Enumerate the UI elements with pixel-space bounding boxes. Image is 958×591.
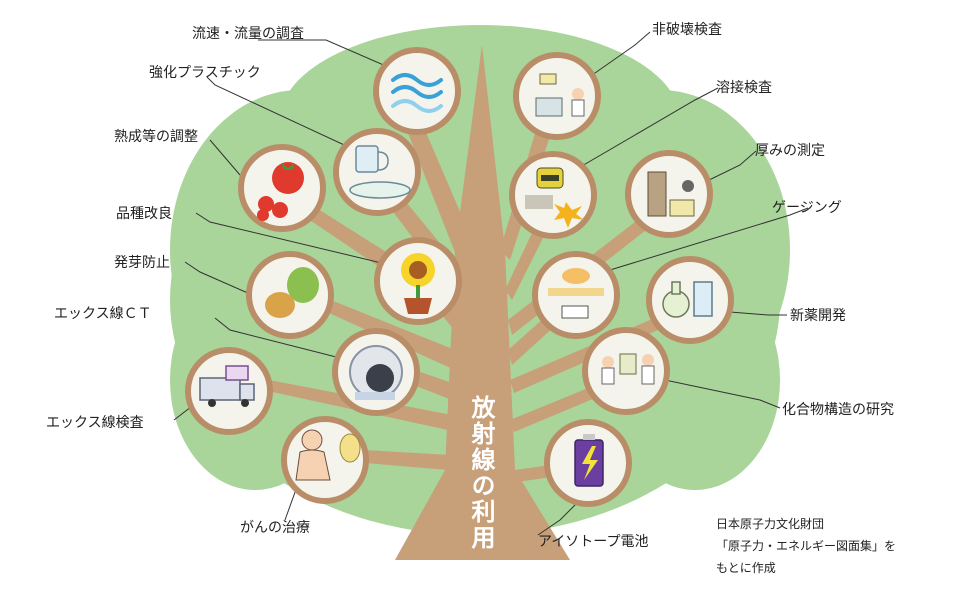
node-compound-structure [582,327,670,415]
label-weld-inspection: 溶接検査 [716,79,772,96]
potato-onion-icon [265,267,319,318]
label-nondestructive-testing: 非破壊検査 [652,22,722,38]
label-xray-inspection: エックス線検査 [46,415,144,431]
label-drug-development: 新薬開発 [790,308,846,324]
node-drug-development [646,256,734,344]
node-reinforced-plastic [333,128,421,216]
truck-icon [199,365,255,407]
node-cancer-treatment [281,416,369,504]
label-isotope-battery: アイソトープ電池 [538,534,648,550]
thickness-gauge-icon [647,171,695,217]
lab-inspector-icon [535,73,585,117]
label-thickness-measurement: 厚みの測定 [755,143,825,159]
source-credit: 日本原子力文化財団 「原子力・エネルギー図面集」を もとに作成 [716,516,896,575]
node-nondestructive-testing [513,52,601,140]
label-sprout-prevention: 発芽防止 [114,255,170,271]
node-ripening-control [238,144,326,232]
node-breeding [374,237,462,325]
credit-line-1: 日本原子力文化財団 [716,516,824,531]
node-isotope-battery [544,419,632,507]
sunflower-icon [401,253,435,314]
label-ripening-control: 熟成等の調整 [114,128,198,145]
node-flow-survey [373,47,461,135]
node-xray-ct [332,328,420,416]
label-compound-structure: 化合物構造の研究 [782,402,894,418]
tomato-icon [257,162,304,221]
label-flow-survey: 流速・流量の調査 [192,26,304,42]
researchers-icon [601,353,655,385]
node-weld-inspection [509,151,597,239]
node-thickness-measurement [625,150,713,238]
battery-icon [574,434,604,487]
node-gauging [532,251,620,339]
patient-icon [295,429,361,481]
label-breeding: 品種改良 [116,206,172,222]
credit-line-2: 「原子力・エネルギー図面集」を [716,538,896,553]
label-xray-ct: エックス線ＣＴ [54,306,152,322]
water-wave-icon [391,73,443,113]
ct-scanner-icon [349,345,403,400]
node-xray-inspection [185,347,273,435]
label-cancer-treatment: がんの治療 [240,519,310,536]
label-reinforced-plastic: 強化プラスチック [149,65,261,81]
credit-line-3: もとに作成 [716,561,776,575]
flask-icon [662,281,713,318]
cup-and-plate-icon [349,145,411,199]
node-sprout-prevention [246,251,334,339]
gauging-device-icon [548,268,604,319]
diagram-title: 放射線の利用 [467,394,496,551]
welder-icon [525,167,584,228]
label-gauging: ゲージング [772,200,842,216]
